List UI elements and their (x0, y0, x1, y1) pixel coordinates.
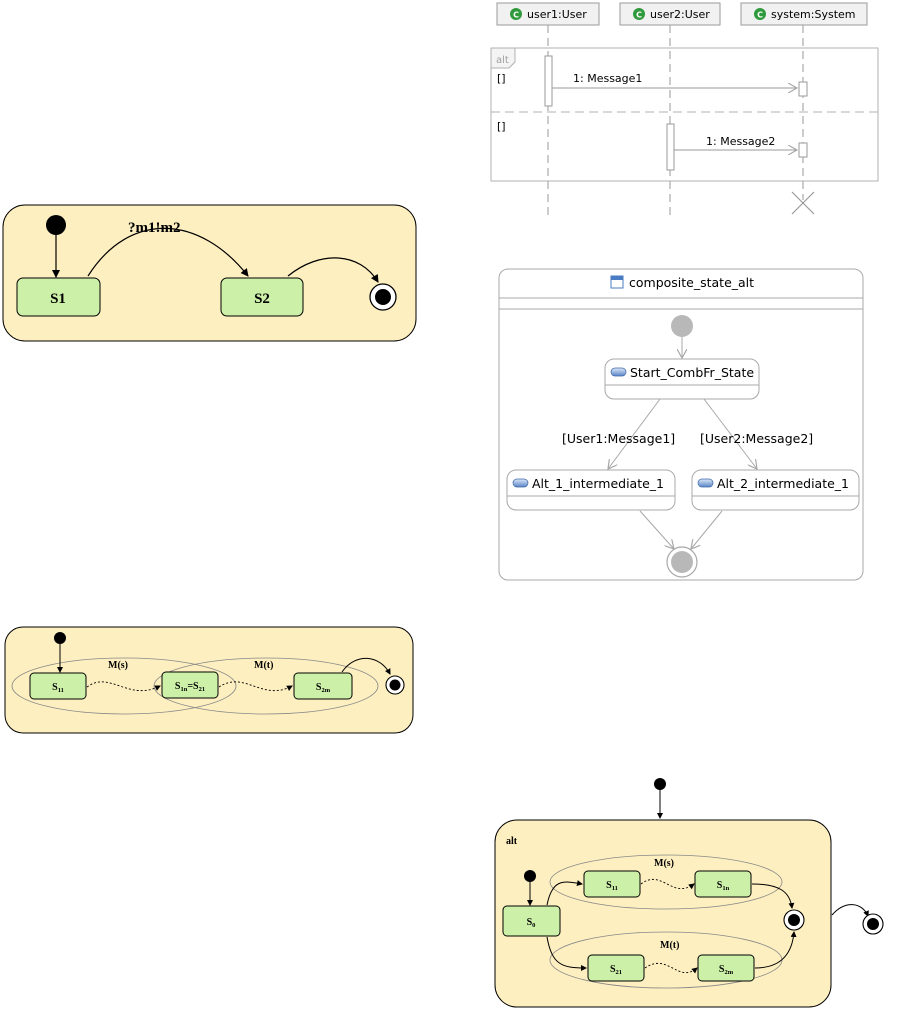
svg-text:C: C (513, 11, 519, 20)
lifeline-label-user2: user2:User (650, 8, 710, 21)
state-icon (698, 479, 713, 487)
state-s2m (294, 673, 352, 699)
state-alt-2-label: Alt_2_intermediate_1 (717, 476, 849, 491)
state-s1n (695, 871, 751, 897)
label-ms: M(s) (108, 660, 128, 671)
state-icon (513, 479, 528, 487)
state-start-combfr-label: Start_CombFr_State (630, 365, 754, 380)
label-mt: M(t) (660, 940, 679, 951)
guard-user2-message2: [User2:Message2] (700, 431, 813, 446)
inner-initial-state (524, 870, 536, 882)
state-s21 (588, 955, 644, 981)
initial-pseudostate-2 (54, 632, 66, 644)
state-diagram-1: S1 S2 ?m1!m2 (3, 205, 416, 341)
label-mt: M(t) (254, 660, 273, 671)
svg-text:C: C (757, 11, 763, 20)
state-diagram-alt: alt S0 S11 M(s) S1n S21 M(t) S2m (495, 778, 883, 1007)
state-diagram-2: S11 M(s) S1n=S21 M(t) S2m (5, 627, 413, 733)
svg-text:C: C (636, 11, 642, 20)
state-s11 (30, 673, 86, 699)
fragment-label: alt (496, 55, 509, 66)
sequence-diagram: C user1:User C user2:User C system:Syste… (491, 3, 878, 215)
alt-state-label: alt (506, 836, 518, 847)
state-s11 (584, 871, 640, 897)
activation-system-1 (799, 82, 807, 96)
state-alt-1-label: Alt_1_intermediate_1 (532, 476, 664, 491)
state-s2-label: S2 (254, 291, 270, 307)
state-s1-label: S1 (50, 291, 66, 307)
initial-pseudostate (46, 215, 66, 235)
activation-user1 (545, 56, 552, 106)
message-1-label: 1: Message1 (573, 72, 642, 85)
guard-user1-message1: [User1:Message1] (562, 431, 675, 446)
lifeline-label-user1: user1:User (527, 8, 587, 21)
state-icon (611, 368, 626, 376)
message-2-label: 1: Message2 (706, 135, 775, 148)
activation-user2 (667, 124, 674, 170)
guard-2: [] (497, 120, 506, 133)
composite-state-title: composite_state_alt (629, 275, 754, 290)
guard-1: [] (497, 72, 506, 85)
composite-state-diagram: composite_state_alt Start_CombFr_State [… (499, 269, 863, 580)
activation-system-2 (799, 143, 807, 157)
lifeline-label-system: system:System (771, 8, 856, 21)
outer-initial-state (654, 778, 666, 790)
label-ms: M(s) (654, 858, 674, 869)
uml-initial-state (671, 315, 693, 337)
transition-label: ?m1!m2 (128, 220, 181, 236)
state-s2m (698, 955, 754, 981)
